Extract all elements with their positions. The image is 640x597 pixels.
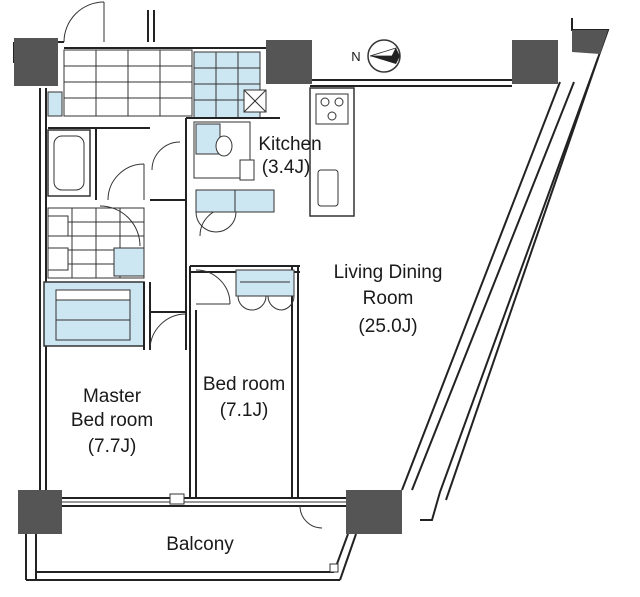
north-arrow-icon: N — [351, 39, 401, 73]
master-size: (7.7J) — [88, 436, 137, 457]
pillars — [14, 30, 608, 534]
master-name-line1: Master — [83, 386, 142, 407]
living-name-line1: Living Dining — [334, 262, 443, 283]
kitchen-name: Kitchen — [258, 134, 321, 155]
pillar-top-right — [512, 40, 558, 84]
room-labels: Kitchen (3.4J) Living Dining Room (25.0J… — [71, 134, 443, 555]
balcony-rail — [25, 533, 357, 581]
entrance-door — [63, 1, 155, 43]
bedroom-name: Bed room — [203, 374, 285, 395]
living-size: (25.0J) — [358, 316, 417, 337]
pillar-bottom-left — [18, 490, 62, 534]
balcony-name: Balcony — [166, 534, 234, 555]
compass-label: N — [351, 49, 360, 64]
pillar-top-middle — [266, 40, 312, 84]
master-name-line2: Bed room — [71, 410, 153, 431]
pillar-top-left — [14, 38, 58, 86]
interior-walls — [149, 199, 300, 498]
kitchen-fixtures — [195, 87, 355, 233]
laundry-tiles — [47, 205, 145, 279]
bathroom — [47, 127, 181, 201]
master-closet — [43, 281, 151, 350]
pillar-bottom-right — [346, 490, 402, 534]
living-name-line2: Room — [363, 288, 414, 309]
bedroom-size: (7.1J) — [220, 400, 269, 421]
washroom-tiles — [185, 51, 280, 200]
entry-tiles — [47, 49, 193, 117]
kitchen-size: (3.4J) — [262, 157, 311, 178]
balcony-doors — [62, 493, 346, 529]
